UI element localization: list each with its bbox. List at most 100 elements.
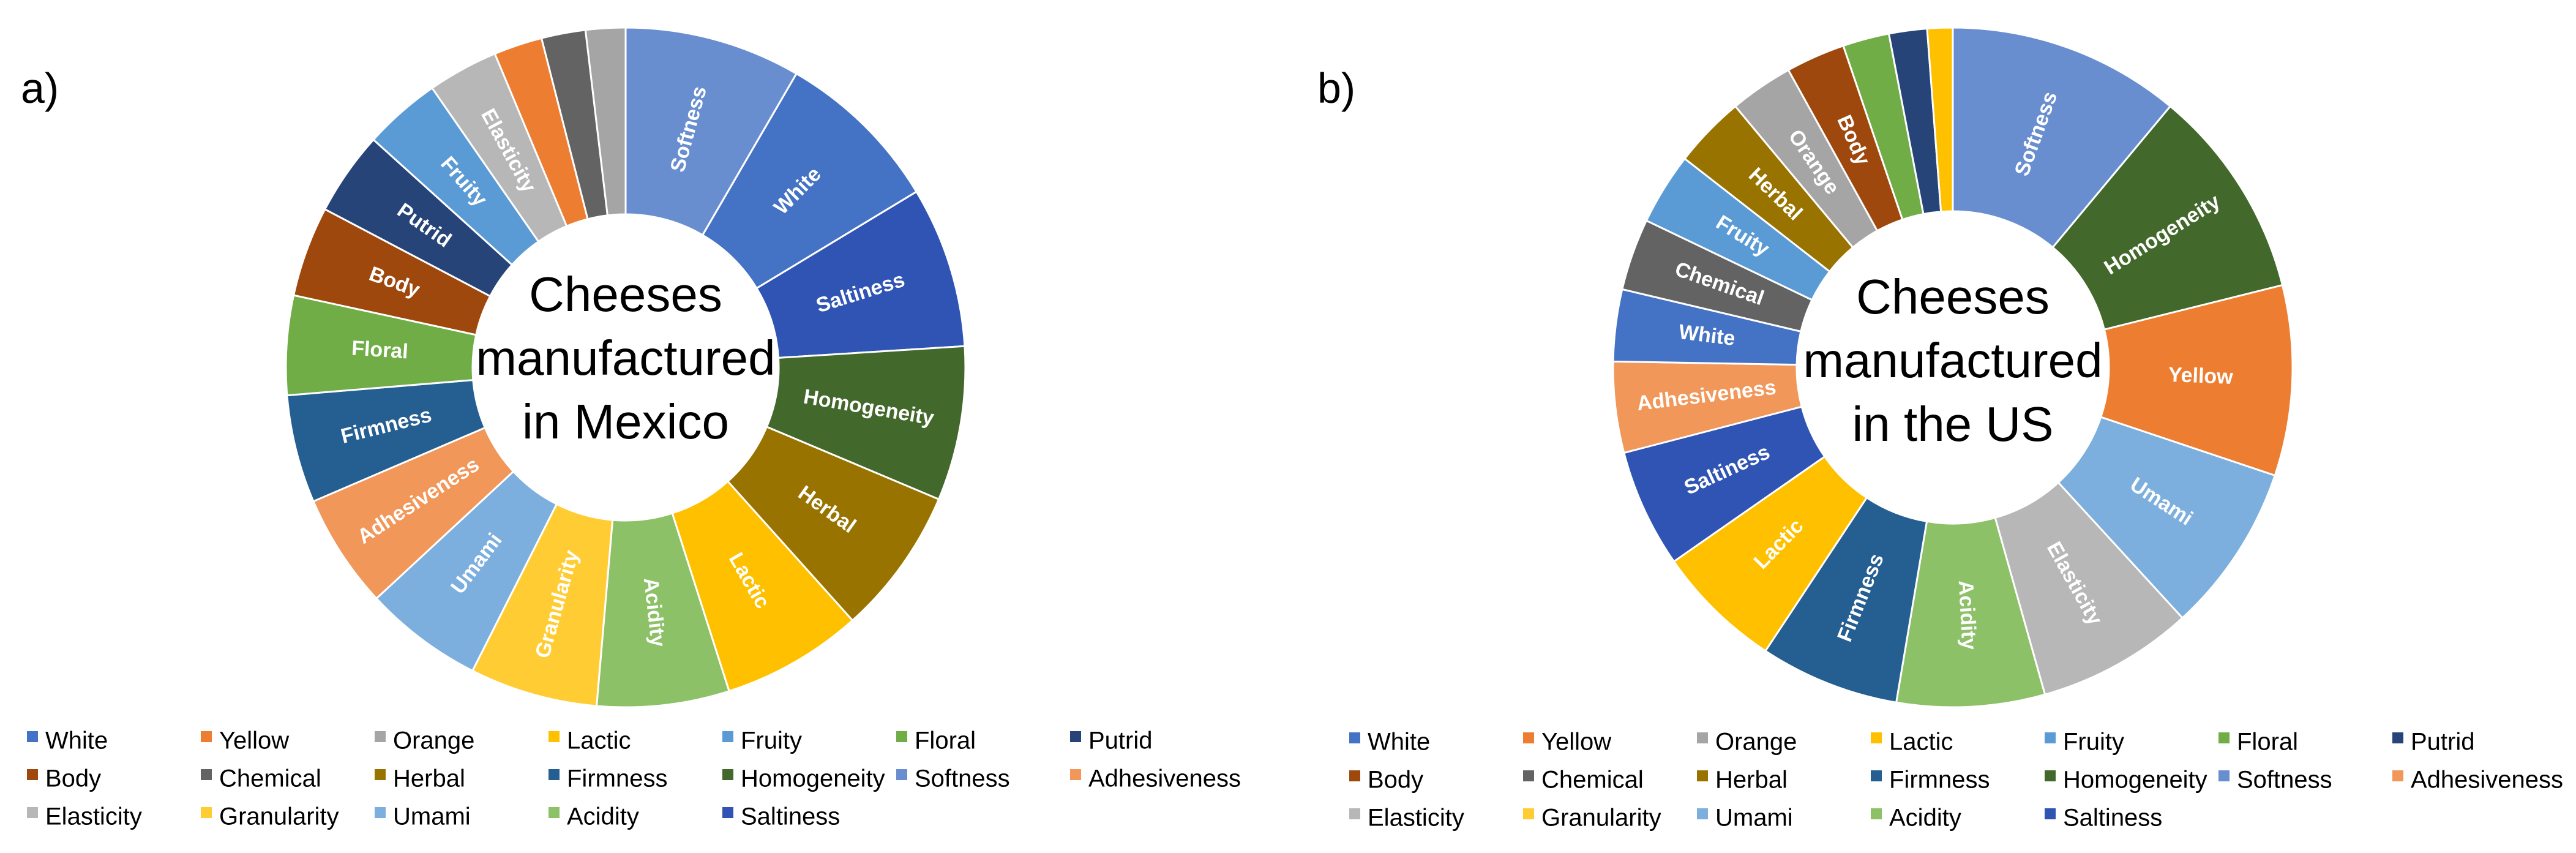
panel-a-legend-label-herbal: Herbal	[393, 765, 465, 792]
panel-a-slice-homogeneity-3	[765, 345, 967, 501]
panel-a-legend-swatch-adhesiveness	[1070, 769, 1081, 780]
panel-b-legend-swatch-softness	[2218, 770, 2230, 781]
panel-b-center-line-3: in the US	[1852, 397, 2053, 451]
panel-b-legend-swatch-yellow	[1523, 732, 1534, 743]
panel-a-legend-label-fruity: Fruity	[741, 727, 802, 754]
panel-a-slice-orange-18	[584, 26, 627, 217]
panel-b-center-line-1: Cheeses	[1856, 269, 2050, 324]
panel-b-legend-swatch-white	[1349, 732, 1360, 743]
panel-b-legend-label-chemical: Chemical	[1541, 767, 1644, 794]
panel-a-slice-label-floral: Floral	[351, 336, 409, 363]
panel-a-legend-swatch-fruity	[722, 731, 733, 742]
panel-a-legend-swatch-putrid	[1070, 731, 1081, 742]
panel-b-legend-label-saltiness: Saltiness	[2063, 805, 2162, 832]
panel-b-legend-label-softness: Softness	[2237, 767, 2332, 794]
panel-a-legend-label-softness: Softness	[915, 765, 1010, 792]
panel-b-legend-label-white: White	[1368, 729, 1430, 756]
panel-b-letter: b)	[1317, 64, 1355, 112]
panel-b-legend-swatch-elasticity	[1349, 808, 1360, 819]
panel-a-legend-label-elasticity: Elasticity	[45, 803, 142, 830]
panel-a-legend-swatch-white	[27, 731, 38, 742]
panel-b-legend-label-acidity: Acidity	[1889, 805, 1961, 832]
panel-a-letter: a)	[21, 64, 59, 112]
panel-a-legend-swatch-umami	[375, 807, 386, 818]
panel-b-legend-label-lactic: Lactic	[1889, 729, 1953, 756]
panel-a-legend-label-adhesiveness: Adhesiveness	[1088, 765, 1241, 792]
panel-a-legend-label-floral: Floral	[915, 727, 976, 754]
panel-a-legend-label-acidity: Acidity	[567, 803, 639, 830]
panel-a-legend-swatch-acidity	[549, 807, 560, 818]
panel-b-legend-label-umami: Umami	[1715, 805, 1793, 832]
panel-b-legend-label-adhesiveness: Adhesiveness	[2411, 767, 2563, 794]
panel-a-legend-swatch-body	[27, 769, 38, 780]
panel-a-legend-label-saltiness: Saltiness	[741, 803, 840, 830]
panel-b-legend-label-orange: Orange	[1715, 729, 1797, 756]
panel-a-legend-label-putrid: Putrid	[1088, 727, 1153, 754]
panel-b-legend-label-body: Body	[1368, 767, 1423, 794]
panel-b-center-line-2: manufactured	[1803, 333, 2102, 388]
panel-a-legend-label-firmness: Firmness	[567, 765, 667, 792]
panel-b-legend-label-homogeneity: Homogeneity	[2063, 767, 2207, 794]
panel-a-legend-swatch-herbal	[375, 769, 386, 780]
panel-a-legend-swatch-homogeneity	[722, 769, 733, 780]
panel-a-legend-label-homogeneity: Homogeneity	[741, 765, 885, 792]
panel-b-legend-swatch-herbal	[1697, 770, 1708, 781]
panel-a-legend-swatch-softness	[896, 769, 907, 780]
panel-a-legend-swatch-granularity	[201, 807, 212, 818]
panel-b-legend-swatch-orange	[1697, 732, 1708, 743]
panel-b-slice-softness-0	[1952, 26, 2172, 249]
panel-b-legend-swatch-firmness	[1871, 770, 1882, 781]
panel-a-legend-label-chemical: Chemical	[219, 765, 321, 792]
panel-b-legend-label-fruity: Fruity	[2063, 729, 2124, 756]
panel-b-legend-label-firmness: Firmness	[1889, 767, 1990, 794]
panel-b-slice-elasticity-4	[1994, 481, 2184, 696]
panel-b-legend-label-putrid: Putrid	[2411, 729, 2475, 756]
panel-a-center-line-1: Cheeses	[529, 267, 722, 321]
panel-a-legend-label-body: Body	[45, 765, 101, 792]
panel-b-legend-swatch-fruity	[2045, 732, 2056, 743]
panel-a-slice-white-1	[701, 72, 918, 290]
panel-b-legend-label-yellow: Yellow	[1541, 729, 1611, 756]
panel-a-legend-label-granularity: Granularity	[219, 803, 339, 830]
panel-a-legend-label-lactic: Lactic	[567, 727, 631, 754]
panel-b-legend-swatch-acidity	[1871, 808, 1882, 819]
panel-b-legend-label-elasticity: Elasticity	[1368, 805, 1464, 832]
panel-a-legend-swatch-floral	[896, 731, 907, 742]
panel-b-legend-label-herbal: Herbal	[1715, 767, 1788, 794]
panel-b-legend-swatch-chemical	[1523, 770, 1534, 781]
panel-b-legend-swatch-adhesiveness	[2392, 770, 2403, 781]
panel-a-legend-label-white: White	[45, 727, 108, 754]
panel-b-legend-swatch-lactic	[1871, 732, 1882, 743]
panel-b-legend: White Yellow Orange Lactic Fruity Floral Putri…	[1349, 729, 2563, 832]
panel-a-legend-swatch-chemical	[201, 769, 212, 780]
panel-b-slice-yellow-2	[2099, 284, 2294, 477]
panel-b-legend-swatch-body	[1349, 770, 1360, 781]
panel-a-legend-swatch-saltiness	[722, 807, 733, 818]
panel-b-slice-homogeneity-1	[2051, 105, 2284, 331]
panel-a-legend-label-umami: Umami	[393, 803, 471, 830]
panel-a-legend-label-yellow: Yellow	[219, 727, 289, 754]
panel-b-legend-swatch-putrid	[2392, 732, 2403, 743]
panel-a-legend-swatch-elasticity	[27, 807, 38, 818]
panel-b-slice-label-acidity: Acidity	[1954, 580, 1981, 650]
panel-b-legend-label-granularity: Granularity	[1541, 805, 1661, 832]
panel-a-legend: White Yellow Orange Lactic Fruity Floral Putri…	[27, 727, 1241, 830]
panel-b-legend-label-floral: Floral	[2237, 729, 2298, 756]
panel-a-slices	[285, 26, 967, 708]
panel-a-slice-softness-0	[624, 26, 798, 236]
panel-b-legend-swatch-umami	[1697, 808, 1708, 819]
panel-b-legend-swatch-homogeneity	[2045, 770, 2056, 781]
panel-b-legend-swatch-floral	[2218, 732, 2230, 743]
panel-b-slices	[1612, 26, 2294, 708]
panel-b-slice-lactic-18	[1926, 26, 1954, 213]
panel-a-center-line-2: manufactured	[476, 331, 775, 385]
panel-a-center-line-3: in Mexico	[522, 394, 729, 449]
panel-a-legend-swatch-lactic	[549, 731, 560, 742]
panel-a-legend-swatch-orange	[375, 731, 386, 742]
panel-b-slice-label-yellow: Yellow	[2168, 363, 2234, 389]
panel-a-legend-label-orange: Orange	[393, 727, 474, 754]
panel-b-slice-umami-3	[2057, 416, 2277, 620]
